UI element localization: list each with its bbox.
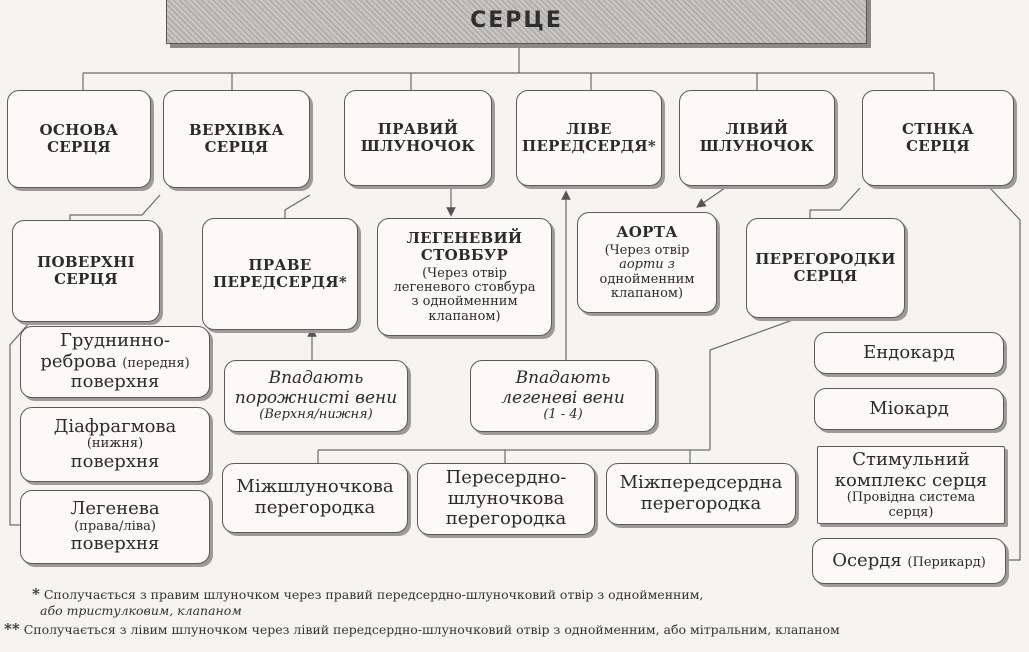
- box-interventricular-septum: Міжшлуночкова перегородка: [222, 463, 408, 533]
- box-myocardium: Міокард: [814, 388, 1004, 430]
- box-interatrial-septum: Міжпередсердна перегородка: [606, 463, 796, 525]
- box-diaphragmatic-surface: Діафрагмова (нижня) поверхня: [20, 407, 210, 482]
- footnote-1: * Сполучається з правим шлуночком через …: [32, 585, 704, 603]
- footnote-2: ** Сполучається з лівим шлуночком через …: [4, 620, 840, 638]
- box-pulmonary-trunk: ЛЕГЕНЕВИЙ СТОВБУР (Через отвір легеневог…: [377, 218, 552, 336]
- box-pulmonary-veins-inflow: Впадають легеневі вени (1 - 4): [470, 360, 656, 432]
- footnote-1-continued: або тристулковим, клапаном: [40, 603, 242, 618]
- box-conduction-system: Стимульний комплекс серця (Провідна сист…: [817, 446, 1005, 524]
- box-endocardium: Ендокард: [814, 332, 1004, 374]
- box-pericardium: Осердя (Перикард): [812, 538, 1006, 584]
- box-venae-cavae-inflow: Впадають порожнисті вени (Верхня/нижня): [224, 360, 408, 432]
- box-sternocostal-surface: Груднинно- реброва (передня) поверхня: [20, 326, 210, 398]
- box-pulmonary-surface: Легенева (права/ліва) поверхня: [20, 490, 210, 564]
- box-atrioventricular-septum: Пересердно- шлуночкова перегородка: [417, 463, 595, 535]
- diagram-title: СЕРЦЕ: [166, 0, 867, 44]
- box-aorta: АОРТА (Через отвір аорти з однойменним к…: [577, 212, 717, 313]
